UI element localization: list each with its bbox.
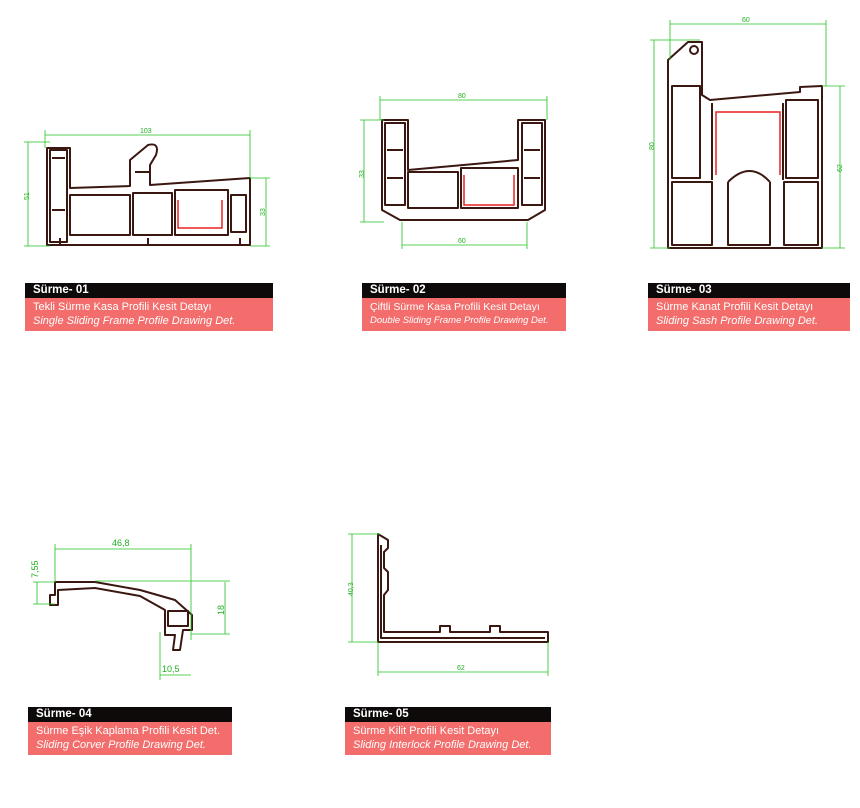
dim-width: 62 — [457, 665, 465, 672]
dim-bottom: 60 — [458, 238, 466, 245]
title-en: Sliding Corver Profile Drawing Det. — [36, 739, 206, 751]
dim-bottom: 10,5 — [162, 664, 180, 674]
dim-height: 33 — [359, 170, 366, 178]
dim-height: 40,3 — [348, 582, 355, 596]
profile-01-drawing: 103 51 33 — [24, 128, 270, 247]
dim-width: 60 — [742, 17, 750, 24]
caption-surme-04: Sürme- 04 Sürme Eşik Kaplama Profili Kes… — [28, 707, 232, 755]
dim-width: 80 — [458, 93, 466, 100]
dim-width: 46,8 — [112, 538, 130, 548]
profile-05-drawing: 40,3 62 — [348, 533, 549, 676]
title-en: Sliding Sash Profile Drawing Det. — [656, 315, 819, 327]
caption-surme-02: Sürme- 02 Çiftli Sürme Kasa Profili Kesi… — [362, 283, 566, 331]
title-en: Sliding Interlock Profile Drawing Det. — [353, 739, 532, 751]
caption-surme-05: Sürme- 05 Sürme Kilit Profili Kesit Deta… — [345, 707, 551, 755]
dim-right: 18 — [216, 605, 226, 615]
dim-width: 103 — [140, 128, 152, 135]
title-tr: Sürme Kanat Profili Kesit Detayı — [656, 301, 814, 313]
title-tr: Çiftli Sürme Kasa Profili Kesit Detayı — [370, 301, 540, 313]
dim-left: 7,55 — [30, 560, 40, 578]
dim-right: 33 — [260, 208, 267, 216]
title-en: Double Sliding Frame Profile Drawing Det… — [370, 315, 549, 326]
title-tr: Tekli Sürme Kasa Profili Kesit Detayı — [33, 301, 212, 313]
dim-height: 80 — [649, 142, 656, 150]
profile-code: Sürme- 03 — [648, 283, 850, 298]
title-tr: Sürme Kilit Profili Kesit Detayı — [353, 725, 500, 737]
title-tr: Sürme Eşik Kaplama Profili Kesit Det. — [36, 725, 221, 737]
profile-04-drawing: 46,8 7,55 18 10,5 — [30, 538, 230, 680]
profile-02-drawing: 80 33 60 — [359, 93, 548, 249]
profile-03-drawing: 60 80 62 — [649, 17, 845, 249]
dim-height: 51 — [24, 192, 31, 200]
title-en: Single Sliding Frame Profile Drawing Det… — [33, 315, 236, 327]
profile-code: Sürme- 02 — [362, 283, 566, 298]
dim-right: 62 — [837, 164, 844, 172]
caption-surme-03: Sürme- 03 Sürme Kanat Profili Kesit Deta… — [648, 283, 850, 331]
profile-code: Sürme- 04 — [28, 707, 232, 722]
profile-code: Sürme- 01 — [25, 283, 273, 298]
caption-surme-01: Sürme- 01 Tekli Sürme Kasa Profili Kesit… — [25, 283, 273, 331]
profile-code: Sürme- 05 — [345, 707, 551, 722]
